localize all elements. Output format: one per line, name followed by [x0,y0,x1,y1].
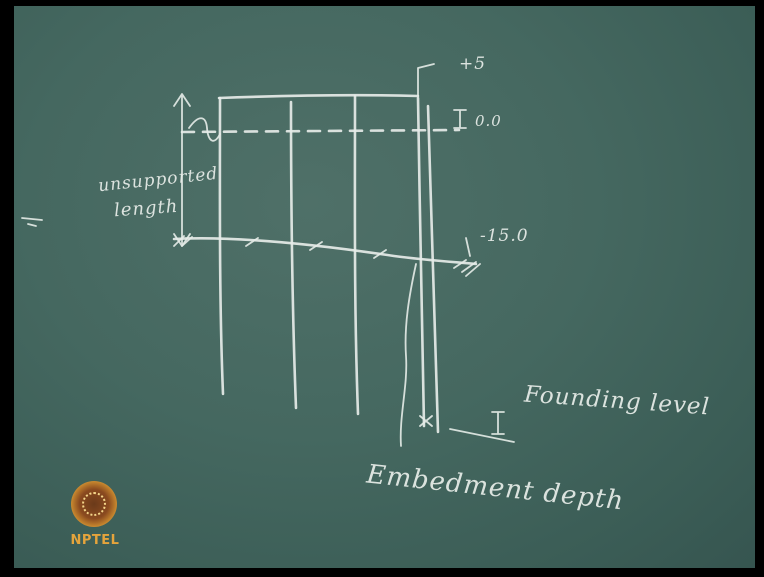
chalkboard: +5 0.0 -15.0 unsupported length Founding… [14,6,755,568]
embedment-brace [399,263,417,447]
pile-sketch [21,63,515,447]
ground-hatching [173,235,481,277]
water-squiggle [188,117,221,142]
bottom-level-label: -15.0 [480,226,529,246]
nptel-logo: NPTEL [60,481,130,561]
left-mark [21,217,43,227]
pile-4-left [416,96,426,428]
length-label: length [113,195,180,222]
nptel-emblem-icon [71,481,117,527]
nptel-logo-text: NPTEL [70,533,120,548]
zero-level-label: 0.0 [475,112,502,130]
pile-4-right [426,104,440,434]
emblem-wheel-icon [82,492,106,516]
founding-level-tick [491,411,505,435]
deck-line [217,93,420,100]
zero-level-marker [453,109,467,129]
top-level-marker [417,63,435,97]
ground-line [172,237,478,266]
pile-1 [218,96,225,396]
founding-level-line [419,415,515,443]
pile-2 [289,100,298,410]
pile-3 [353,94,360,416]
zero-level-line [180,128,461,134]
top-level-label: +5 [459,54,487,74]
bottom-level-marker [465,237,471,257]
